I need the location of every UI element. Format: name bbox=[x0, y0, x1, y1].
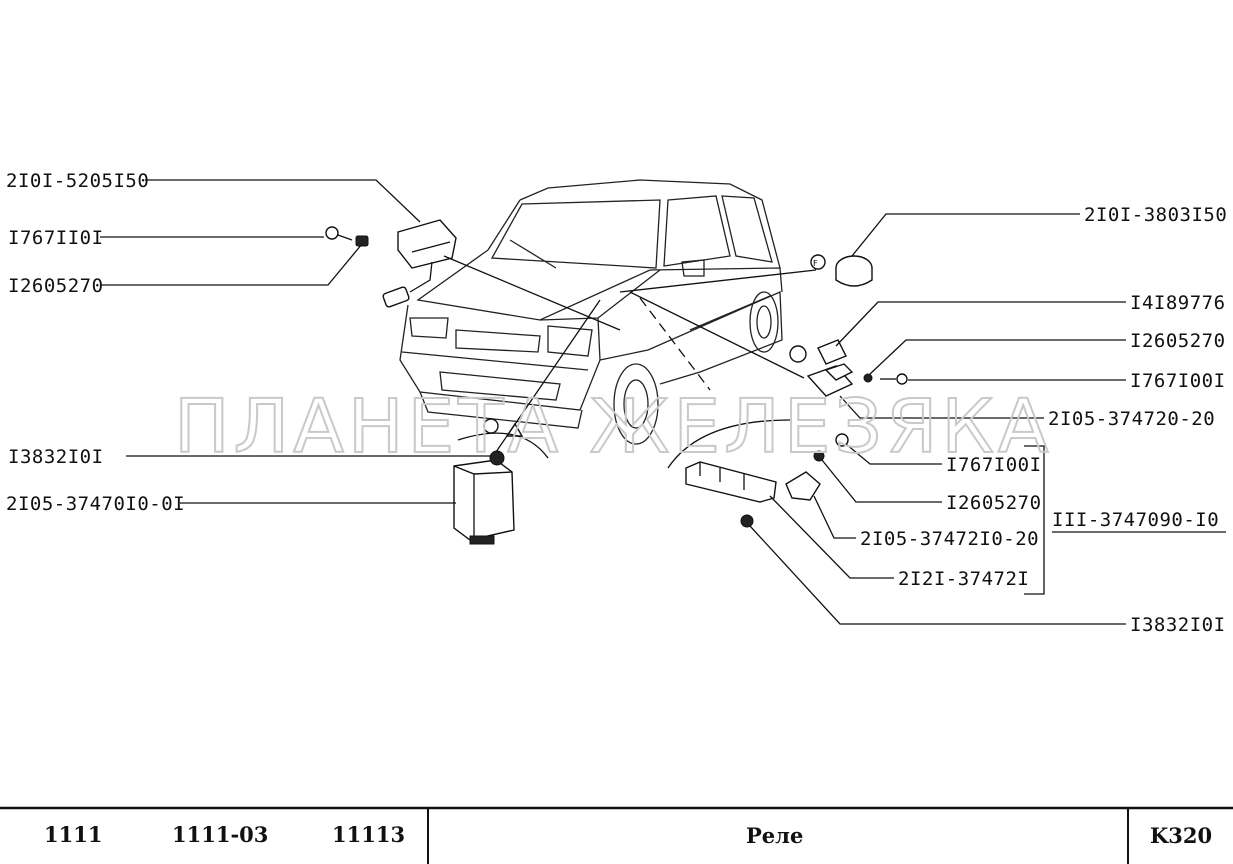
label-17671101: I767II0I bbox=[8, 227, 104, 249]
car-illustration bbox=[399, 179, 783, 445]
title-block: 1111 1111-03 11113 Реле K320 bbox=[0, 806, 1233, 864]
label-12605270-mid: I2605270 bbox=[946, 492, 1042, 514]
sheet-title: Реле bbox=[746, 823, 803, 848]
label-13832101-right: I3832I0I bbox=[1130, 614, 1226, 636]
relay-bracket bbox=[685, 433, 849, 528]
label-17671001-mid: I767I00I bbox=[946, 454, 1042, 476]
model-1111: 1111 bbox=[44, 822, 102, 847]
label-2121-3747121: 2I2I-37472I bbox=[898, 568, 1029, 590]
label-13832101-left: I3832I0I bbox=[8, 446, 104, 468]
assembly-lines bbox=[443, 255, 817, 469]
label-14189776: I4I89776 bbox=[1130, 292, 1226, 314]
sheet-code: K320 bbox=[1150, 823, 1212, 848]
relay-block-right bbox=[789, 339, 908, 397]
label-12605270-right: I2605270 bbox=[1130, 330, 1226, 352]
label-2105-3747210-20-right: 2I05-374720-20 bbox=[1048, 408, 1215, 430]
buzzer-part: F bbox=[810, 254, 873, 287]
label-2101-5205150: 2I0I-5205I50 bbox=[6, 170, 149, 192]
watermark-text: ПЛАНЕТА ЖЕЛЕЗЯКА bbox=[174, 384, 1053, 470]
label-group-1111-3747090-10: III-3747090-I0 bbox=[1052, 509, 1219, 531]
bolt-left bbox=[325, 226, 369, 247]
label-2105-3747210-20-mid: 2I05-37472I0-20 bbox=[860, 528, 1039, 550]
svg-text:F: F bbox=[813, 259, 818, 268]
leader-lines bbox=[100, 179, 1226, 625]
label-12605270-left: I2605270 bbox=[8, 275, 104, 297]
label-17671001-right: I767I00I bbox=[1130, 370, 1226, 392]
label-2105-3747010-01: 2I05-37470I0-0I bbox=[6, 493, 185, 515]
wiper-relay bbox=[382, 219, 457, 308]
model-1111-03: 1111-03 bbox=[172, 822, 268, 847]
label-2101-3803150: 2I0I-3803I50 bbox=[1084, 204, 1227, 226]
model-11113: 11113 bbox=[332, 822, 405, 847]
relay-box-left bbox=[453, 418, 524, 545]
